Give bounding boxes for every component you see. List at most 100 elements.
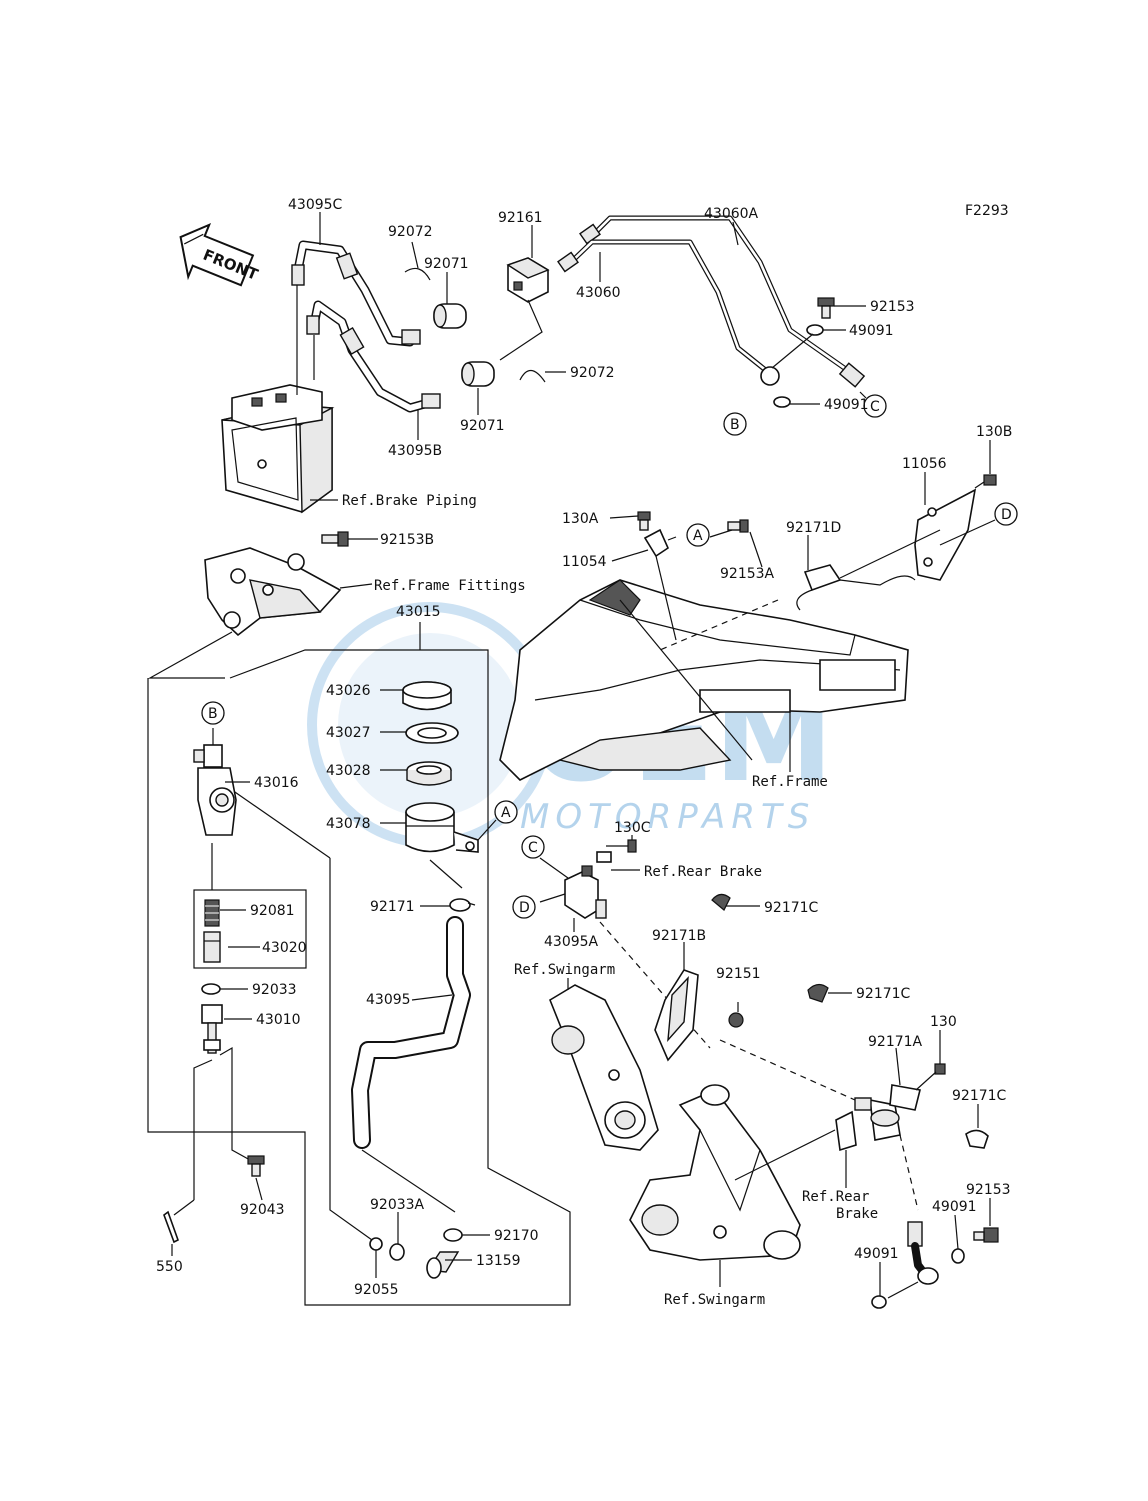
bolt-92153-bot-icon [973, 1227, 999, 1243]
label-92072-mid: 92072 [570, 365, 615, 381]
ref-swingarm-top: Ref.Swingarm [514, 962, 615, 978]
label-11056: 11056 [902, 456, 947, 472]
label-43028: 43028 [326, 763, 371, 779]
callout-D-hose: D [512, 895, 536, 919]
label-92171C-3: 92171C [952, 1088, 1007, 1104]
brake-hose-43095C [291, 240, 421, 347]
guard-92171B-icon [654, 969, 699, 1062]
cotter-pin-550-icon [163, 1210, 179, 1244]
abs-hydraulic-unit [221, 384, 335, 514]
bolt-130A-icon [637, 511, 651, 531]
reservoir-43078-icon [405, 802, 479, 853]
svg-text:C: C [870, 399, 880, 415]
bolt-92153A-icon [727, 519, 749, 533]
label-130A: 130A [562, 511, 599, 527]
callout-D-frame: D [994, 502, 1018, 526]
bolt-130B-icon [983, 474, 997, 486]
label-92081: 92081 [250, 903, 295, 919]
bracket-11056-icon [914, 488, 977, 581]
swingarm-lower-link [629, 1084, 801, 1261]
label-43015: 43015 [396, 604, 441, 620]
fitting-13159-icon [426, 1251, 460, 1279]
ref-rear-brake-bot-1: Ref.Rear [802, 1189, 869, 1205]
watermark-sub: MOTORPARTS [520, 797, 815, 837]
circlip-92033-icon [201, 983, 221, 995]
master-cylinder-43016 [193, 744, 237, 836]
label-43060: 43060 [576, 285, 621, 301]
label-43095A: 43095A [544, 934, 599, 950]
callout-B-cylinder: B [201, 701, 225, 725]
label-92043: 92043 [240, 1202, 285, 1218]
label-92170: 92170 [494, 1228, 539, 1244]
callout-B-top: B [723, 412, 747, 436]
label-92071-top: 92071 [424, 256, 469, 272]
ref-frame: Ref.Frame [752, 774, 828, 790]
svg-text:D: D [1001, 507, 1012, 523]
label-92171C-1: 92171C [764, 900, 819, 916]
reservoir-cap-43026-icon [402, 681, 452, 711]
label-43016: 43016 [254, 775, 299, 791]
bolt-92153B-icon [321, 531, 349, 547]
label-43026: 43026 [326, 683, 371, 699]
reservoir-hose-43095 [351, 916, 471, 1149]
label-49091-bot-1: 49091 [932, 1199, 977, 1215]
label-130B: 130B [976, 424, 1012, 440]
callout-A-reservoir: A [494, 800, 518, 824]
clamp-92171C-1-icon [711, 893, 731, 911]
callout-A-frame: A [686, 523, 710, 547]
washer-49091-top-icon [806, 324, 824, 336]
leader-lines [220, 212, 991, 1296]
bracket-ref-rear-brake-icon [835, 1110, 857, 1152]
frame-assembly [499, 579, 909, 781]
callout-C-hose: C [521, 835, 545, 859]
label-92151: 92151 [716, 966, 761, 982]
label-130C: 130C [614, 820, 651, 836]
label-92171: 92171 [370, 899, 415, 915]
ref-frame-fittings: Ref.Frame Fittings [374, 578, 526, 594]
nut-92151-icon [728, 1012, 744, 1028]
brake-pipe-43060A [579, 215, 866, 388]
label-92171C-2: 92171C [856, 986, 911, 1002]
front-direction-arrow-icon: FRONT [179, 223, 261, 287]
label-49091-top: 49091 [849, 323, 894, 339]
holder-92161-icon [506, 257, 550, 303]
label-92055: 92055 [354, 1282, 399, 1298]
reference-labels: Ref.Brake Piping Ref.Frame Fittings Ref.… [342, 493, 878, 1308]
label-92072-top: 92072 [388, 224, 433, 240]
svg-text:A: A [501, 805, 511, 821]
clamp-92171C-3-icon [965, 1129, 989, 1149]
label-92161: 92161 [498, 210, 543, 226]
bracket-11054-icon [643, 528, 677, 641]
clip-92072-top-icon [404, 267, 431, 281]
label-43095B: 43095B [388, 443, 442, 459]
label-92071-mid: 92071 [460, 418, 505, 434]
washer-49091-bot-1-icon [951, 1248, 965, 1264]
frame-fitting-bracket [204, 547, 342, 637]
label-43010: 43010 [256, 1012, 301, 1028]
label-43095: 43095 [366, 992, 411, 1008]
label-49091-mid: 49091 [824, 397, 869, 413]
ref-swingarm-bot: Ref.Swingarm [664, 1292, 765, 1308]
ref-brake-piping: Ref.Brake Piping [342, 493, 477, 509]
joint-pin-92043-icon [247, 1155, 265, 1177]
diaphragm-43028-icon [406, 761, 452, 786]
label-550: 550 [156, 1259, 183, 1275]
clip-92072-mid-icon [519, 369, 546, 383]
grommet-92071-top-icon [433, 303, 467, 329]
label-43020: 43020 [262, 940, 307, 956]
swingarm-upper-link [549, 984, 659, 1151]
clamp-92171-icon [449, 898, 476, 912]
push-rod-43010-icon [201, 1004, 223, 1054]
bolt-130-icon [934, 1063, 946, 1075]
label-11054: 11054 [562, 554, 607, 570]
label-13159: 13159 [476, 1253, 521, 1269]
piston-43020-icon [203, 931, 221, 963]
svg-text:A: A [693, 528, 703, 544]
label-49091-bot-2: 49091 [854, 1246, 899, 1262]
label-43078: 43078 [326, 816, 371, 832]
brake-hose-43095B [306, 300, 441, 413]
lower-hose-end-icon [907, 1221, 939, 1285]
bracket-130C-icon [596, 839, 637, 863]
part-labels: 43095C 92072 92071 92161 43060A 43060 92… [156, 197, 1012, 1298]
